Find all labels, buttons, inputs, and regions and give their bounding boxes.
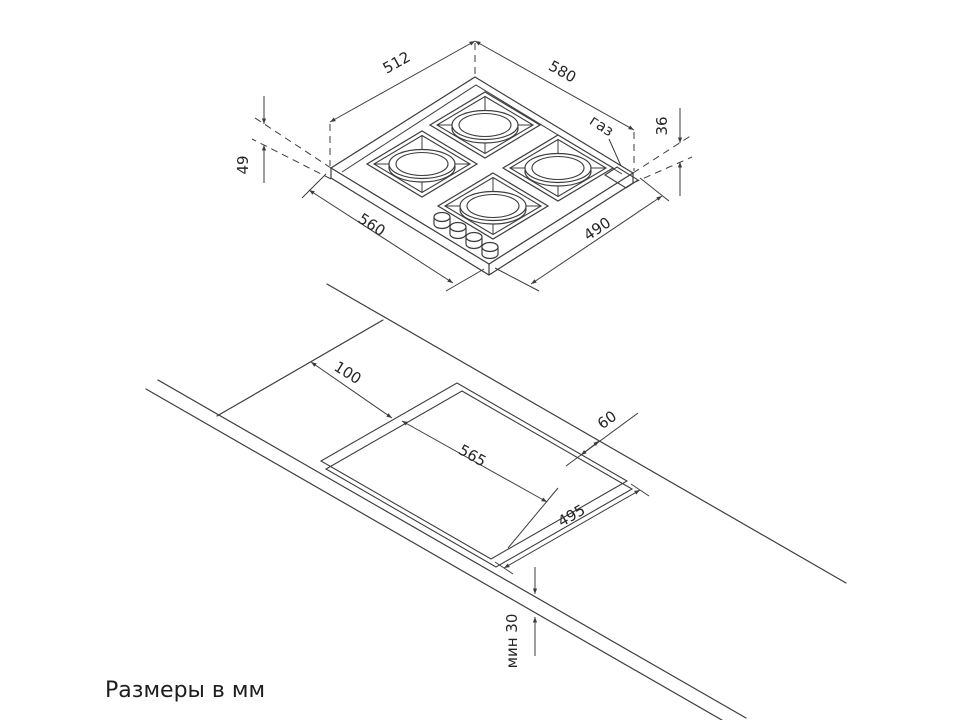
cutout-inner-edge	[324, 390, 634, 568]
worktop-front-edge	[157, 379, 747, 719]
worktop-back-edge	[326, 283, 847, 584]
dim-36-label: 36	[653, 116, 671, 135]
dim-cutout-width: 565	[401, 420, 548, 503]
dim-580-label: 580	[546, 57, 580, 87]
dim-495-label: 495	[555, 501, 589, 531]
dim-512-label: 512	[380, 48, 414, 78]
dim-49-label: 49	[234, 155, 252, 174]
dim-min-thickness: мин 30	[503, 567, 538, 669]
dim-offset-left: 100	[310, 358, 393, 419]
gas-connection-rect	[603, 166, 640, 189]
worktop-bottom-edge	[145, 388, 724, 720]
control-knobs	[433, 211, 499, 260]
dim-height-left: 49	[234, 96, 332, 183]
dim-490-label: 490	[580, 213, 614, 244]
burner-right	[501, 134, 615, 202]
burner-front	[436, 172, 550, 240]
caption-units: Размеры в мм	[105, 678, 265, 703]
dim-cutout-depth: 495	[494, 483, 650, 575]
dim-min30-label: мин 30	[503, 614, 521, 669]
worktop-end-edge	[216, 319, 384, 417]
dim-565-label: 565	[456, 441, 490, 471]
dim-100-label: 100	[331, 358, 365, 388]
cutout-extension-stub	[507, 487, 559, 549]
burner-left	[365, 130, 479, 198]
dim-560-label: 560	[355, 209, 389, 240]
dim-height-right: 36	[632, 108, 693, 196]
cutout-figure: 100 565 60 495 мин 30	[145, 283, 847, 720]
hob-side-band	[330, 167, 634, 276]
gas-label: газ	[586, 111, 617, 140]
cutout-outer-edge	[319, 382, 629, 560]
hob-figure: 512 580 560 490 49	[234, 40, 693, 292]
